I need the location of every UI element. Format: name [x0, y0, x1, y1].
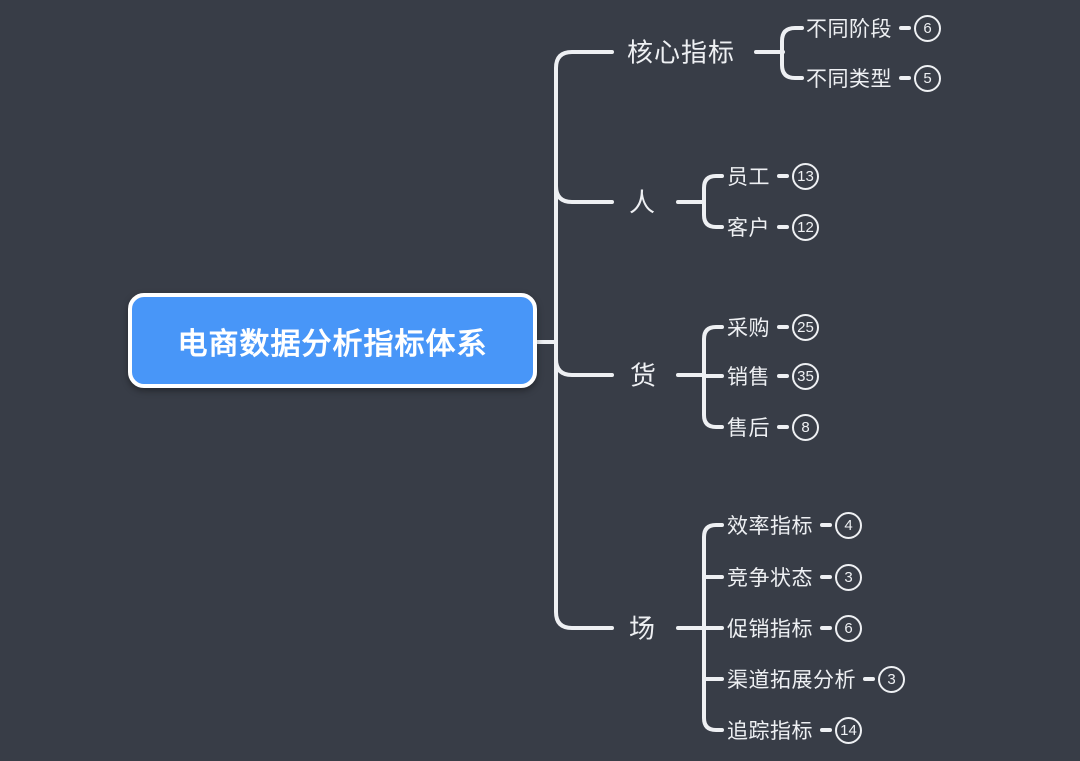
child-count-badge[interactable]: 14: [835, 716, 862, 744]
child-node-label[interactable]: 售后: [727, 417, 770, 440]
badge-connector-dash: [899, 76, 911, 80]
child-count-badge[interactable]: 8: [792, 413, 819, 441]
child-count-badge[interactable]: 13: [792, 162, 819, 190]
child-node-label[interactable]: 采购: [727, 317, 770, 340]
child-node-label[interactable]: 不同阶段: [806, 18, 892, 41]
branch-junction-goods: [554, 357, 614, 377]
badge-connector-dash: [777, 374, 789, 378]
badge-connector-dash: [820, 575, 832, 579]
child-count-badge[interactable]: 6: [914, 14, 941, 42]
core-children-bracket: [780, 26, 804, 80]
badge-connector-dash: [863, 677, 875, 681]
child-node-label[interactable]: 效率指标: [727, 515, 813, 538]
branch-node-place[interactable]: 场: [629, 613, 657, 644]
child-node-label[interactable]: 员工: [727, 166, 770, 189]
badge-connector-dash: [777, 225, 789, 229]
badge-connector-dash: [820, 626, 832, 630]
child-node-row: 追踪指标 14: [727, 715, 862, 745]
child-node-row: 客户 12: [727, 212, 819, 242]
people-children-bracket: [702, 174, 724, 229]
badge-connector-dash: [777, 174, 789, 178]
child-node-row: 不同类型 5: [806, 63, 941, 93]
badge-connector-dash: [820, 523, 832, 527]
child-count-badge[interactable]: 5: [914, 64, 941, 92]
child-count-badge[interactable]: 3: [878, 665, 905, 693]
child-node-row: 渠道拓展分析 3: [727, 664, 905, 694]
branch-node-core-indicators[interactable]: 核心指标: [627, 37, 736, 68]
child-node-row: 促销指标 6: [727, 613, 862, 643]
main-spine: [554, 50, 614, 630]
child-node-row: 不同阶段 6: [806, 13, 941, 43]
badge-connector-dash: [777, 425, 789, 429]
child-node-label[interactable]: 促销指标: [727, 618, 813, 641]
child-node-label[interactable]: 渠道拓展分析: [727, 669, 856, 692]
child-count-badge[interactable]: 3: [835, 563, 862, 591]
root-node-label: 电商数据分析指标体系: [177, 327, 488, 361]
child-node-label[interactable]: 不同类型: [806, 68, 892, 91]
child-count-badge[interactable]: 35: [792, 362, 819, 390]
child-node-label[interactable]: 追踪指标: [727, 720, 813, 743]
child-count-badge[interactable]: 25: [792, 313, 819, 341]
branch-junction-people: [554, 184, 614, 204]
child-count-badge[interactable]: 6: [835, 614, 862, 642]
child-node-label[interactable]: 销售: [727, 366, 770, 389]
child-node-label[interactable]: 竞争状态: [727, 567, 813, 590]
branch-node-goods[interactable]: 货: [630, 360, 658, 391]
badge-connector-dash: [777, 325, 789, 329]
badge-connector-dash: [820, 728, 832, 732]
child-node-label[interactable]: 客户: [727, 217, 770, 240]
child-node-row: 员工 13: [727, 161, 819, 191]
child-count-badge[interactable]: 12: [792, 213, 819, 241]
badge-connector-dash: [899, 26, 911, 30]
child-node-row: 采购 25: [727, 312, 819, 342]
branch-node-people[interactable]: 人: [629, 187, 657, 218]
child-node-row: 销售 35: [727, 361, 819, 391]
child-node-row: 售后 8: [727, 412, 819, 442]
child-node-row: 效率指标 4: [727, 510, 862, 540]
child-count-badge[interactable]: 4: [835, 511, 862, 539]
child-node-row: 竞争状态 3: [727, 562, 862, 592]
root-node[interactable]: 电商数据分析指标体系: [128, 293, 537, 388]
